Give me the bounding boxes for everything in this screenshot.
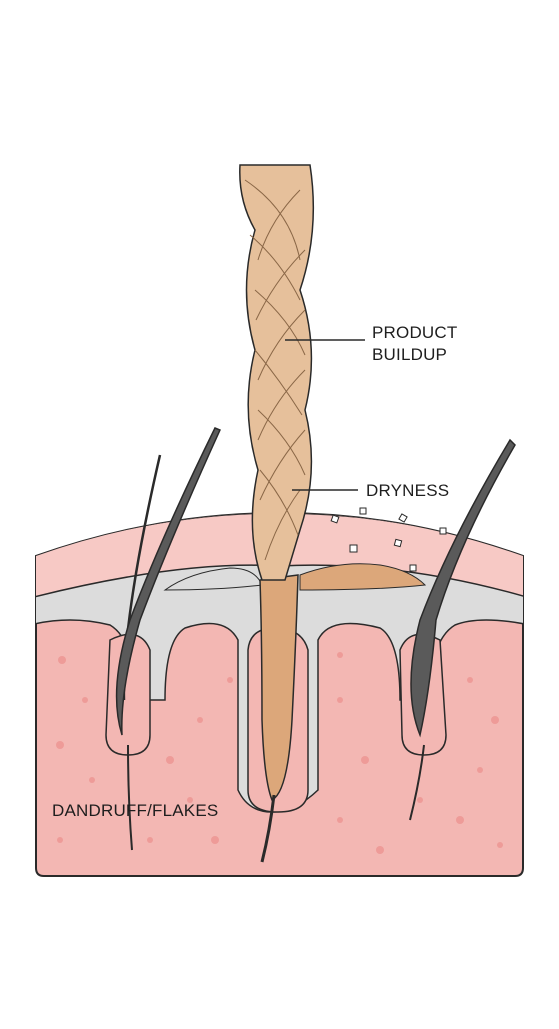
center-hair-tail — [260, 794, 276, 863]
flake-deposit-left — [163, 567, 263, 591]
hair-left — [115, 427, 222, 736]
label-dryness: DRYNESS — [366, 481, 449, 500]
hair-right-tail — [409, 744, 425, 821]
follicle-left — [105, 633, 151, 756]
dermis-dots — [56, 652, 503, 854]
floating-flakes — [330, 507, 447, 572]
hair-right — [410, 438, 516, 738]
hair-left-tail — [127, 744, 133, 851]
braid — [239, 164, 315, 581]
buildup-deposit — [299, 563, 427, 591]
label-dandruff: DANDRUFF/FLAKES — [52, 801, 218, 820]
label-product-buildup-2: BUILDUP — [372, 345, 447, 364]
label-product-buildup-1: PRODUCT — [372, 323, 457, 342]
